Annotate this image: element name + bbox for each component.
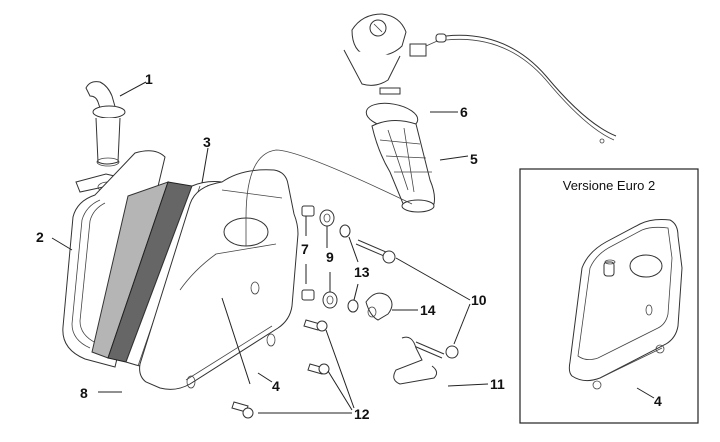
wire-clip-11-part [393, 336, 438, 385]
callout-12: 12 [354, 406, 370, 422]
hardware-washer-part [339, 224, 359, 313]
callout-10: 10 [471, 292, 487, 308]
screw-12-part [231, 319, 330, 419]
callout-3: 3 [203, 134, 211, 150]
callout-labels: 1 2 3 4 5 6 7 8 9 10 11 12 13 14 [36, 71, 505, 422]
callout-5: 5 [470, 151, 478, 167]
callout-2: 2 [36, 229, 44, 245]
breather-hose-part [221, 149, 413, 219]
hardware-spacer-part [301, 205, 315, 301]
intake-snorkel-part [85, 81, 126, 167]
callout-8: 8 [80, 385, 88, 401]
callout-13: 13 [354, 264, 370, 280]
hardware-grommet-part [319, 209, 338, 309]
inset-euro2: Versione Euro 2 4 [519, 168, 699, 424]
intake-sleeve-part [371, 120, 435, 213]
callout-6: 6 [460, 104, 468, 120]
bracket-14-part [365, 292, 393, 321]
euro2-filter-cover-part [568, 219, 683, 390]
bolt-10-part [355, 239, 459, 359]
carburetor-part [343, 13, 445, 86]
callout-9: 9 [326, 249, 334, 265]
throttle-cable-part [435, 33, 617, 144]
callout-4: 4 [272, 378, 280, 394]
callout-7: 7 [301, 241, 309, 257]
callout-14: 14 [420, 302, 436, 318]
callout-11: 11 [490, 376, 505, 392]
inset-callout-4: 4 [654, 393, 662, 409]
leader-lines [51, 81, 489, 414]
inset-title: Versione Euro 2 [563, 178, 656, 193]
filter-gasket-part [91, 181, 193, 363]
callout-1: 1 [145, 71, 153, 87]
filter-cover-part [139, 169, 299, 390]
